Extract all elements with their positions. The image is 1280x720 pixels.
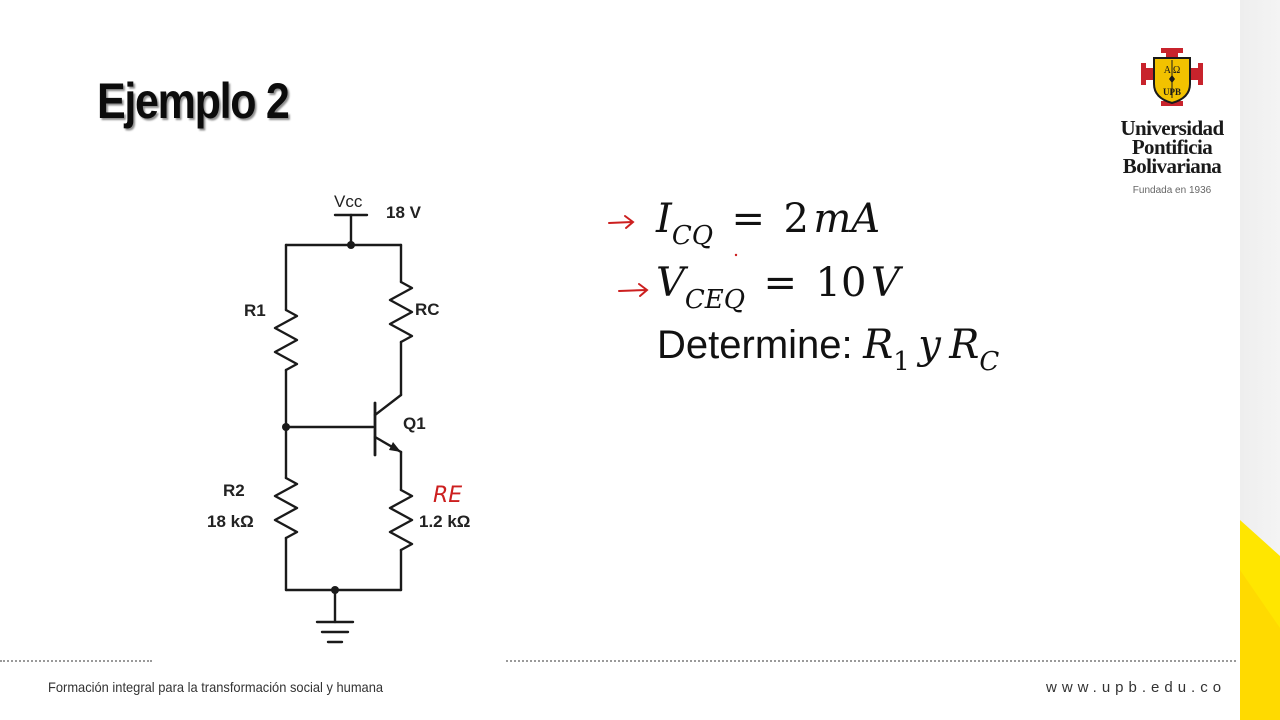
upb-logo: A Ω UPB Universidad Pontificia Bolivaria… [1108,46,1236,206]
q1-collector [373,393,403,417]
icq-unit: mA [813,196,881,242]
junction-dot-top [347,241,355,249]
footer-url: www.upb.edu.co [1046,679,1227,696]
footer-divider-right [506,660,1236,662]
seal-bottom-text: UPB [1163,87,1181,97]
r2-label: R2 [223,481,245,500]
q1-emitter-arrow [389,442,401,452]
determine-rc-var: R [949,322,980,368]
logo-line-2: Pontificia [1131,135,1213,159]
footer-divider-left [0,660,152,662]
determine-rc-sub: C [979,347,1000,377]
upb-seal-icon: A Ω UPB [1141,48,1203,106]
q1-label: Q1 [403,414,426,433]
vceq-value: 10 [815,260,867,306]
r1-label: R1 [244,301,266,320]
determine-word: Determine: [657,323,853,367]
determine-r1-var: R [863,322,894,368]
re-resistor [388,488,414,552]
equation-icq: ICQ = 2 mA [656,196,880,251]
junction-dot-base [282,423,290,431]
icq-sub: CQ [671,221,714,251]
seal-top-text: A Ω [1164,65,1181,76]
footer-tagline: Formación integral para la transformació… [48,679,384,695]
logo-founded: Fundada en 1936 [1132,185,1212,196]
determine-conj: y [918,322,941,368]
determine-r1-sub: 1 [893,347,910,377]
r2-resistor [273,476,299,540]
logo-line-1: Universidad [1120,116,1224,140]
logo-line-3: Bolivariana [1122,154,1222,178]
vcc-value: 18 V [386,203,422,222]
vceq-equals: = [763,260,798,306]
slide-title: Ejemplo 2 [97,73,290,129]
icq-value: 2 [783,196,809,242]
r1-resistor [273,308,299,372]
icq-var: I [656,196,672,242]
re-handwritten-label: RE [433,483,462,508]
arrow-icq-icon [608,215,635,229]
icq-equals: = [731,196,765,242]
arrow-vceq-icon [618,283,649,297]
vcc-label: Vcc [334,192,363,211]
vceq-var: V [656,260,685,306]
r2-value: 18 kΩ [207,512,254,531]
equation-vceq: VCEQ = 10 V [656,260,900,315]
junction-dot-ground [331,586,339,594]
re-value: 1.2 kΩ [419,512,470,531]
vceq-unit: V [870,260,900,306]
rc-resistor [388,280,414,344]
rc-label: RC [415,300,440,319]
yellow-accent-shape [1240,520,1280,720]
determine-line: Determine: R1 y RC [657,322,999,377]
vceq-sub: CEQ [684,285,746,315]
